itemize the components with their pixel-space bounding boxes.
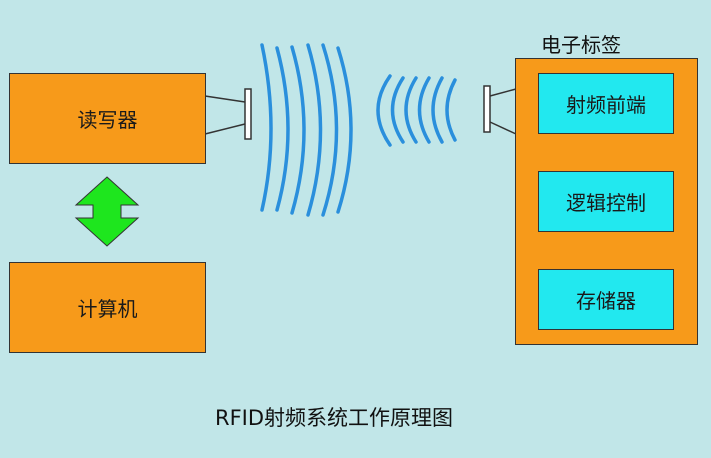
computer-box: 计算机 xyxy=(9,262,206,353)
diagram-caption: RFID射频系统工作原理图 xyxy=(215,406,454,430)
tag-module-memory: 存储器 xyxy=(538,269,674,330)
reader-label: 读写器 xyxy=(77,108,138,132)
tag-title: 电子标签 xyxy=(541,33,621,57)
tag-module-label: 存储器 xyxy=(576,289,636,313)
reader-antenna-icon xyxy=(204,88,252,140)
radio-wave-icon xyxy=(376,74,457,147)
tag-antenna-icon xyxy=(483,85,517,135)
tag-module-label: 逻辑控制 xyxy=(566,191,646,215)
computer-label: 计算机 xyxy=(77,297,138,321)
tag-module-rf-frontend: 射频前端 xyxy=(538,73,674,134)
radio-wave-icon xyxy=(260,43,353,217)
tag-module-label: 射频前端 xyxy=(566,93,646,117)
double-arrow-icon xyxy=(74,176,140,247)
reader-box: 读写器 xyxy=(9,73,206,164)
tag-module-logic-control: 逻辑控制 xyxy=(538,171,674,232)
